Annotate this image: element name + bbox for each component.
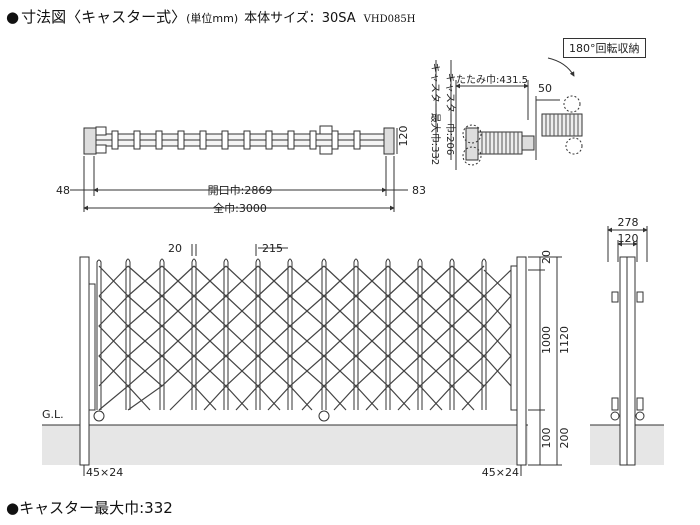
dim-20-label: 20 [168, 242, 182, 255]
bottom-200-label: 200 [558, 428, 571, 449]
footer-note: ●キャスター最大巾:332 [6, 497, 173, 518]
height-1000-label: 1000 [540, 326, 553, 354]
caster-width-label: キャスター巾:206 [444, 73, 457, 155]
right-offset-label: 83 [412, 184, 426, 197]
side-view [590, 226, 664, 466]
body-size-label: 本体サイズ：30SA [244, 11, 356, 26]
folded-view [435, 57, 583, 170]
title-bullet: ● [6, 8, 20, 26]
unit-label: (単位mm) [186, 12, 239, 25]
bottom-100-label: 100 [540, 428, 553, 449]
rotation-note: 180°回転収納 [563, 38, 646, 58]
left-post-size-label: 45×24 [86, 466, 123, 479]
caster-max-width-label: キャスター最大巾:332 [429, 63, 442, 165]
side-depth-278-label: 278 [618, 216, 639, 229]
footer-text: キャスター最大巾:332 [19, 499, 173, 517]
left-offset-label: 48 [56, 184, 70, 197]
dim-50-label: 50 [538, 82, 552, 95]
total-width-label: 全巾:3000 [213, 201, 267, 215]
top-20-label: 20 [540, 250, 553, 264]
folded-width-label: たたみ巾:431.5 [456, 73, 528, 86]
model-code: VHD085H [363, 14, 416, 25]
opening-width-label: 開口巾:2869 [208, 183, 273, 197]
top-view [70, 125, 408, 212]
side-depth-120-label: 120 [618, 232, 639, 245]
height-1120-label: 1120 [558, 326, 571, 354]
footer-bullet: ● [6, 499, 20, 517]
top-height-label: 120 [397, 126, 410, 147]
page-title: ●寸法図〈キャスター式〉(単位mm) 本体サイズ：30SA VHD085H [6, 6, 415, 27]
ground-level-label: G.L. [42, 408, 64, 421]
right-post-size-label: 45×24 [482, 466, 519, 479]
title-text: 寸法図〈キャスター式〉 [21, 8, 187, 26]
front-view [42, 244, 562, 476]
dim-215-label: 215 [262, 242, 283, 255]
